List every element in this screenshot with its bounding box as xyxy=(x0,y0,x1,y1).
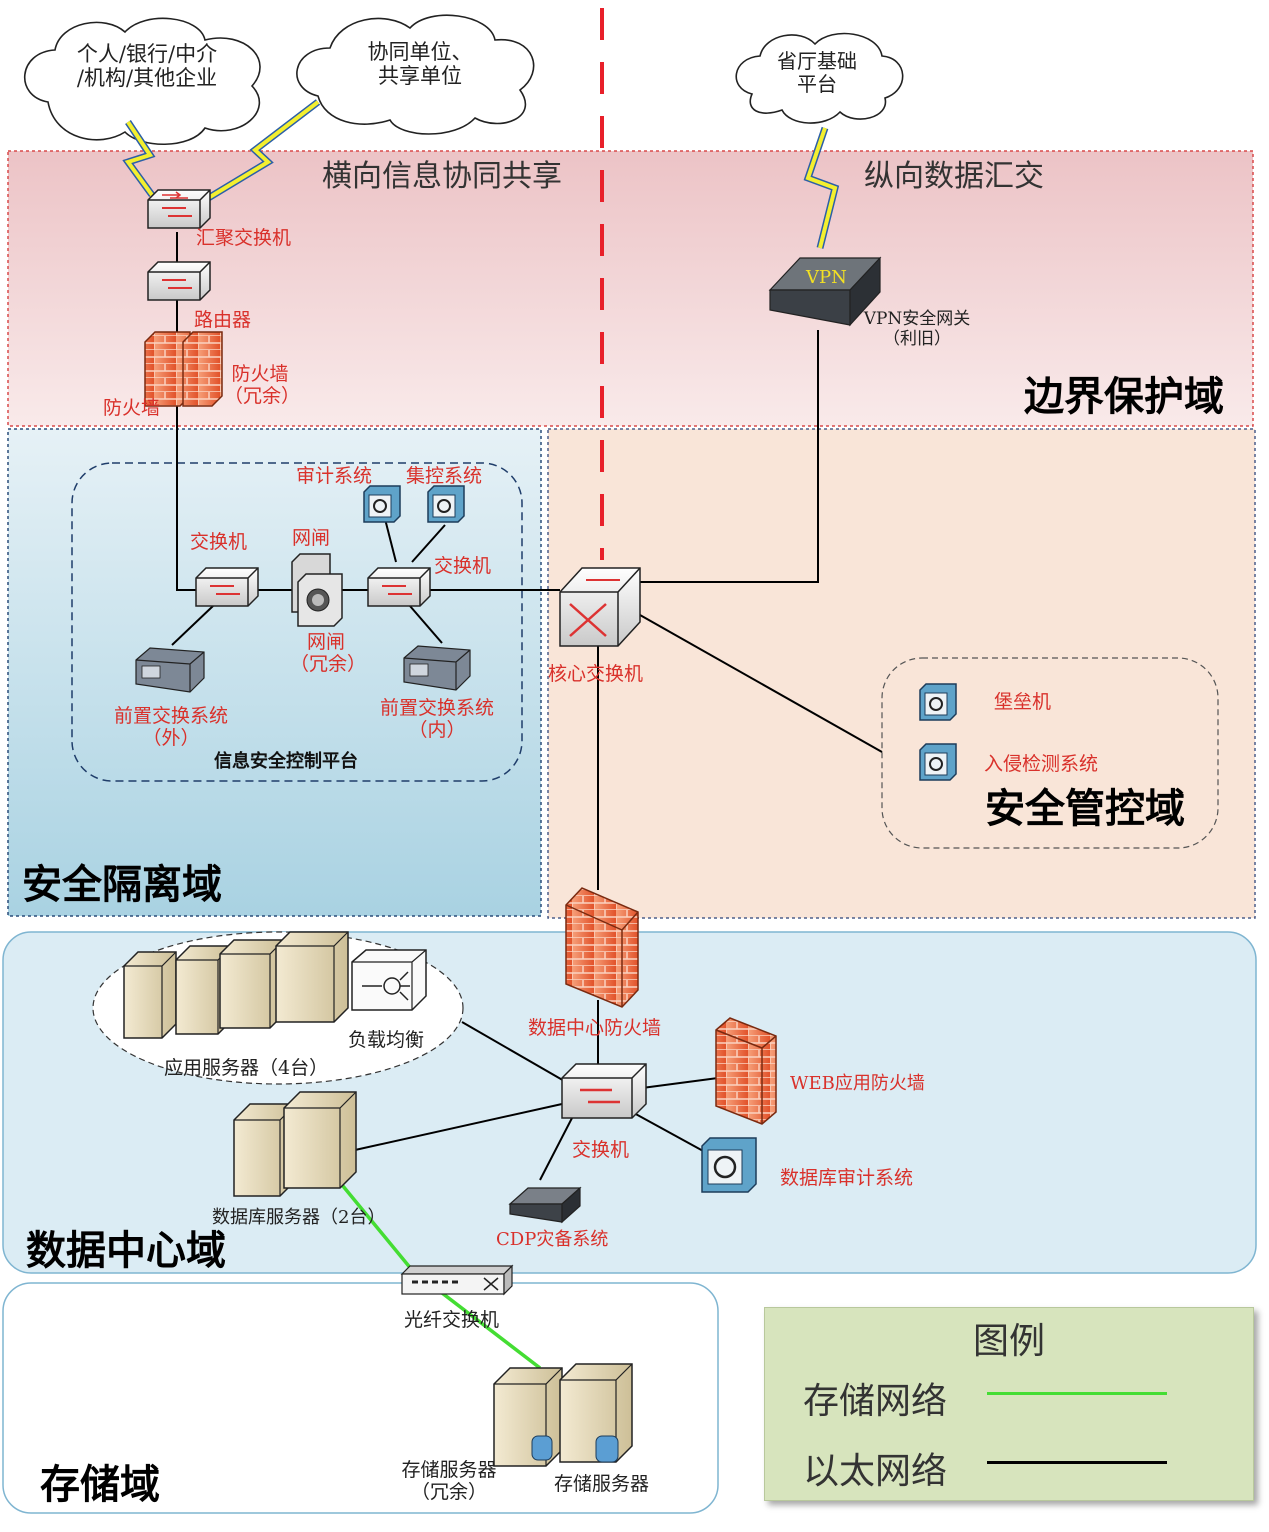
waf-icon xyxy=(715,1017,777,1125)
ethernet-links xyxy=(171,232,883,1181)
db-servers-label: 数据库服务器（2台） xyxy=(212,1207,386,1228)
gatekeeper-redundant-line1: 网闸 xyxy=(306,631,345,653)
platform-group-box xyxy=(71,462,523,782)
platform-label: 信息安全控制平台 xyxy=(214,751,358,772)
vpn-text: VPN xyxy=(806,267,847,288)
audit-system-label: 审计系统 xyxy=(296,465,373,487)
app-server-1-icon xyxy=(123,951,177,1039)
waf-label: WEB应用防火墙 xyxy=(790,1073,925,1094)
audit-system-icon xyxy=(363,485,401,523)
gatekeeper-redundant-icon xyxy=(297,573,343,627)
gatekeeper-redundant-line2: （冗余） xyxy=(290,652,367,675)
cloud-partner-line1: 协同单位、 xyxy=(367,40,473,64)
banner-vertical: 纵向数据汇交 xyxy=(864,159,1044,194)
cloud-public xyxy=(23,17,261,146)
cdp-backup-icon xyxy=(508,1186,582,1224)
vpn-gateway-icon xyxy=(768,256,882,327)
legend: 图例 存储网络 以太网络 xyxy=(764,1307,1254,1501)
switch-outer-label: 交换机 xyxy=(190,531,248,553)
dc-firewall-icon xyxy=(565,887,639,1008)
dc-switch-icon xyxy=(561,1063,647,1119)
cloud-province-label: 省厅基础 平台 xyxy=(762,50,872,96)
fiber-switch-icon xyxy=(400,1264,514,1296)
cloud-province-line2: 平台 xyxy=(797,72,837,96)
db-audit-label: 数据库审计系统 xyxy=(780,1167,914,1189)
cloud-province xyxy=(735,32,904,124)
front-exchange-outer-line1: 前置交换系统 xyxy=(113,705,228,727)
cloud-province-line1: 省厅基础 xyxy=(777,49,857,73)
agg-switch-icon xyxy=(147,189,211,229)
cloud-public-line2: /机构/其他企业 xyxy=(76,66,218,91)
storage-redundant-label: 存储服务器 （冗余） xyxy=(392,1459,506,1504)
db-audit-icon xyxy=(701,1137,757,1193)
zone-border-title: 边界保护域 xyxy=(1024,374,1224,420)
app-server-4-icon xyxy=(275,931,349,1023)
firewall-redundant-line2: （冗余） xyxy=(224,384,301,407)
legend-title: 图例 xyxy=(972,1321,1045,1362)
app-servers-label: 应用服务器（4台） xyxy=(164,1057,329,1079)
cloud-partner xyxy=(296,14,535,135)
dc-switch-label: 交换机 xyxy=(572,1139,630,1161)
firewall-redundant-label: 防火墙 （冗余） xyxy=(224,363,301,408)
ids-icon xyxy=(919,743,957,781)
firewall-redundant-line1: 防火墙 xyxy=(231,363,289,385)
legend-storage-label: 存储网络 xyxy=(803,1381,948,1422)
core-switch-label: 核心交换机 xyxy=(548,663,644,685)
legend-ethernet-label: 以太网络 xyxy=(803,1451,948,1492)
front-exchange-inner-line2: （内） xyxy=(408,718,466,741)
central-control-icon xyxy=(427,485,465,523)
cloud-public-line1: 个人/银行/中介 xyxy=(76,42,218,66)
db-server-2-icon xyxy=(283,1091,357,1189)
storage-redundant-line1: 存储服务器 xyxy=(401,1459,497,1481)
switch-inner-label: 交换机 xyxy=(434,555,492,577)
switch-outer-icon xyxy=(195,567,259,607)
gatekeeper-redundant-label: 网闸 （冗余） xyxy=(290,631,367,676)
cloud-partner-line2: 共享单位 xyxy=(378,64,462,89)
front-exchange-outer-line2: （外） xyxy=(142,726,200,749)
router-label: 路由器 xyxy=(194,309,252,331)
cloud-public-label: 个人/银行/中介 /机构/其他企业 xyxy=(52,42,242,90)
bastion-icon xyxy=(919,683,957,721)
router-icon xyxy=(147,261,211,301)
zone-management xyxy=(547,428,1256,919)
storage-redundant-line2: （冗余） xyxy=(410,1480,487,1503)
banner-horizontal: 横向信息协同共享 xyxy=(322,159,562,194)
zone-management-title: 安全管控域 xyxy=(985,786,1185,832)
storage-server-icon xyxy=(559,1363,633,1463)
firewall-label: 防火墙 xyxy=(103,397,161,419)
ids-label: 入侵检测系统 xyxy=(984,753,1099,775)
agg-switch-label: 汇聚交换机 xyxy=(196,227,292,249)
vpn-gateway-label: VPN安全网关 （利旧） xyxy=(856,309,978,349)
firewall-redundant-icon xyxy=(182,331,223,407)
vpn-gateway-line1: VPN安全网关 xyxy=(863,309,971,329)
cloud-partner-label: 协同单位、 共享单位 xyxy=(330,40,510,88)
cdp-label: CDP灾备系统 xyxy=(496,1229,609,1250)
fiber-switch-label: 光纤交换机 xyxy=(404,1309,500,1331)
legend-storage-swatch xyxy=(987,1392,1167,1395)
zone-datacenter-title: 数据中心域 xyxy=(26,1228,226,1274)
storage-server-label: 存储服务器 xyxy=(554,1473,650,1495)
vpn-gateway-line2: （利旧） xyxy=(883,328,951,349)
load-balancer-icon xyxy=(351,949,427,1011)
zone-isolation-title: 安全隔离域 xyxy=(22,862,222,908)
storage-server-redundant-icon xyxy=(493,1367,563,1467)
app-server-3-icon xyxy=(219,939,285,1029)
bastion-label: 堡垒机 xyxy=(994,691,1052,713)
switch-inner-icon xyxy=(367,567,431,607)
zone-storage-title: 存储域 xyxy=(40,1462,160,1508)
core-switch-icon xyxy=(559,567,641,647)
dc-firewall-label: 数据中心防火墙 xyxy=(528,1017,662,1039)
front-exchange-outer-icon xyxy=(135,647,205,693)
legend-ethernet-swatch xyxy=(987,1461,1167,1464)
front-exchange-inner-label: 前置交换系统 （内） xyxy=(370,697,504,742)
gatekeeper-label: 网闸 xyxy=(292,527,331,549)
central-control-label: 集控系统 xyxy=(406,465,483,487)
load-balancer-label: 负载均衡 xyxy=(348,1029,425,1051)
front-exchange-inner-icon xyxy=(403,645,471,691)
front-exchange-outer-label: 前置交换系统 （外） xyxy=(104,705,238,750)
management-group-box xyxy=(881,657,1219,849)
front-exchange-inner-line1: 前置交换系统 xyxy=(379,697,494,719)
